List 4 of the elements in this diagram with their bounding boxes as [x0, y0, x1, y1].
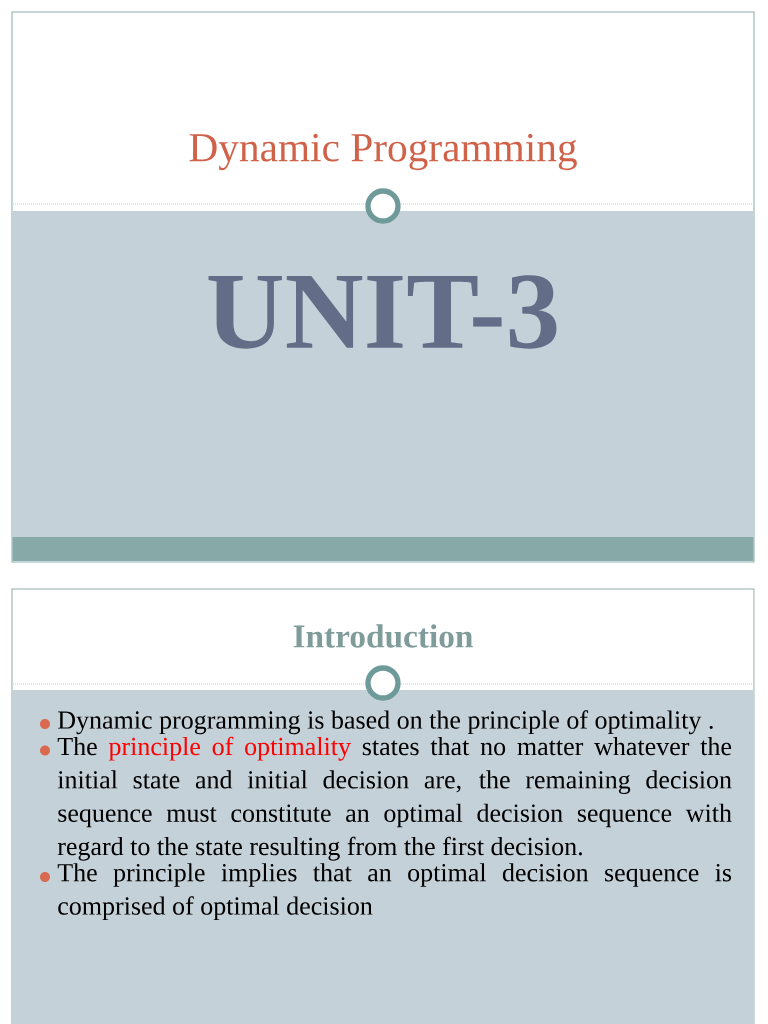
bullet-text: The principle implies that an optimal decision sequence is comprised of optimal decision: [57, 863, 732, 921]
unit-heading: UNIT-3: [208, 275, 557, 349]
bullet-text: The principle of optimality states that no matter whatever the initial state and initial decision are, the remaining decision sequence must constitute an optimal decision sequence with regard to the state resulting from the first decision.: [57, 736, 732, 861]
bullet-text: Dynamic programming is based on the principle of optimality .: [58, 710, 713, 735]
